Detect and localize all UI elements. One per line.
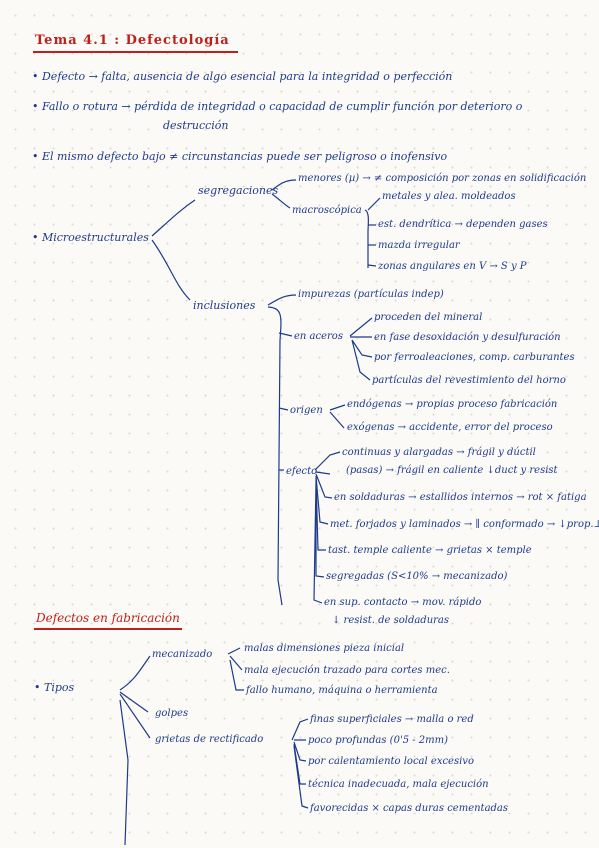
- mecanizado-item: fallo humano, máquina o herramienta: [246, 685, 438, 696]
- branch-mac-4: [367, 264, 377, 267]
- efecto-item: en sup. contacto → mov. rápido: [324, 597, 482, 608]
- aceros-item: en fase desoxidación y desulfuración: [374, 332, 561, 343]
- bullet-defecto: • Defecto → falta, ausencia de algo esen…: [32, 70, 453, 83]
- bullet-fallo-cont: destrucción: [163, 119, 229, 132]
- grietas-item: poco profundas (0'5 - 2mm): [308, 735, 449, 746]
- branch-inc-imp: [267, 294, 297, 306]
- grietas-item: técnica inadecuada, mala ejecución: [308, 779, 489, 790]
- segregaciones-label: segregaciones: [198, 184, 279, 197]
- aceros-item: proceden del mineral: [374, 312, 483, 323]
- efecto-item: en soldaduras → estallidos internos → ro…: [334, 492, 587, 503]
- branch-inc-trunk: [267, 306, 283, 606]
- origen-label: origen: [290, 405, 323, 416]
- branch-micro-seg: [151, 199, 196, 237]
- branch-efe-list: [313, 451, 341, 604]
- bullet-fallo: • Fallo o rotura → pérdida de integridad…: [32, 100, 523, 113]
- macro-item: mazda irregular: [378, 240, 460, 251]
- branch-tipos-trunk: [119, 655, 151, 846]
- branch-mac-1: [367, 197, 381, 211]
- aceros-item: partículas del revestimiento del horno: [372, 375, 566, 386]
- branch-ori-list: [329, 404, 346, 429]
- branch-gri-list: [291, 718, 309, 809]
- grietas-item: finas superficiales → malla o red: [310, 714, 474, 725]
- efecto-item: segregadas (S<10% → mecanizado): [326, 571, 508, 582]
- grietas-item: favorecidas × capas duras cementadas: [310, 803, 509, 814]
- grietas-item: por calentamiento local excesivo: [308, 756, 474, 767]
- branch-seg-mac: [271, 193, 291, 209]
- fabricacion-underline: [34, 628, 182, 630]
- macro-item: metales y alea. moldeados: [382, 191, 516, 202]
- bullet-mismo-defecto: • El mismo defecto bajo ≠ circunstancias…: [32, 150, 448, 163]
- mecanizado-item: mala ejecución trazado para cortes mec.: [244, 665, 450, 676]
- efecto-item: tast. temple caliente → grietas × temple: [328, 545, 532, 556]
- efecto-item: (pasas) → frágil en caliente ↓duct y res…: [346, 465, 558, 476]
- title-underline: [33, 51, 238, 53]
- impurezas-item: impurezas (partículas indep): [298, 289, 444, 300]
- aceros-item: por ferroaleaciones, comp. carburantes: [374, 352, 575, 363]
- branch-micro-inc: [151, 239, 191, 301]
- branch-seg-men: [271, 179, 297, 191]
- branch-mac-list: [364, 209, 369, 268]
- efecto-label: efecto: [286, 466, 318, 477]
- efecto-item: ↓ resist. de soldaduras: [332, 615, 450, 626]
- efecto-item: met. forjados y laminados → ∥ conformado…: [330, 519, 599, 530]
- mecanizado-item: malas dimensiones pieza inicial: [244, 643, 405, 654]
- origen-item: exógenas → accidente, error del proceso: [347, 422, 553, 433]
- branch-inc-ace: [278, 332, 293, 337]
- macro-item: zonas angulares en V → S y P: [378, 261, 527, 272]
- fabricacion-heading: Defectos en fabricación: [36, 611, 180, 625]
- branch-mec-list: [227, 647, 244, 691]
- mecanizado-label: mecanizado: [152, 649, 213, 660]
- golpes-label: golpes: [155, 708, 189, 719]
- macro-item: est. dendrítica → dependen gases: [378, 219, 548, 230]
- micro-label: • Microestructurales: [32, 231, 149, 244]
- efecto-item: continuas y alargadas → frágil y dúctil: [342, 447, 536, 458]
- tipos-label: • Tipos: [34, 681, 75, 694]
- grietas-label: grietas de rectificado: [155, 734, 264, 745]
- branch-ace-list: [349, 317, 373, 381]
- inclusiones-label: inclusiones: [193, 299, 256, 312]
- macroscopica-label: macroscópica: [292, 205, 362, 216]
- aceros-label: en aceros: [294, 331, 343, 342]
- menores-item: menores (µ) → ≠ composición por zonas en…: [298, 173, 587, 184]
- branch-inc-ori: [278, 407, 289, 411]
- origen-item: endógenas → propias proceso fabricación: [347, 399, 558, 410]
- page-title: Tema 4.1 : Defectología: [35, 33, 230, 48]
